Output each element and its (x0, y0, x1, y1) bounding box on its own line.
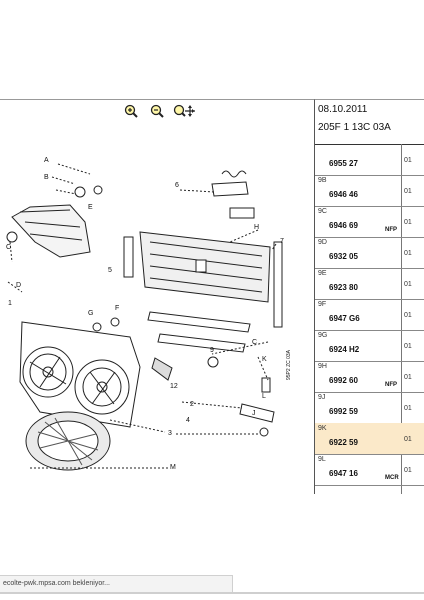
exploded-parts-diagram[interactable]: A B E C D 1 G F 5 6 H 7 9 K L 2 3 12 M 4 (0, 122, 314, 475)
diagram-label: 4 (186, 417, 190, 424)
part-code: 9L (318, 456, 326, 463)
part-flag: NFP (385, 382, 397, 388)
diagram-label: 3 (168, 430, 172, 437)
diagram-label: C (6, 244, 11, 251)
diagram-label: D (16, 282, 21, 289)
part-quantity: 01 (404, 374, 412, 381)
part-code: 9F (318, 301, 327, 308)
diagram-label: 9 (210, 347, 214, 354)
part-quantity: 01 (404, 436, 412, 443)
diagram-label: H (254, 224, 259, 231)
part-reference: 6932 05 (329, 252, 358, 261)
part-flag: MCR (385, 475, 399, 481)
diagram-label: 12 (170, 383, 178, 390)
diagram-label: K (262, 356, 267, 363)
zoom-out-icon[interactable] (150, 104, 164, 118)
diagram-label: 7 (280, 238, 284, 245)
part-reference: 6992 59 (329, 407, 358, 416)
vehicle-model: 205F 1 13C 03A (318, 122, 391, 133)
part-reference: 6924 H2 (329, 345, 360, 354)
catalog-date: 08.10.2011 (318, 104, 368, 115)
diagram-stamp: 95P2 ZC 03A (286, 349, 292, 380)
part-quantity: 01 (404, 250, 412, 257)
diagram-label: C (252, 339, 257, 346)
diagram-label: 5 (108, 267, 112, 274)
part-reference: 6947 16 (329, 469, 358, 478)
status-bar: ecolte-pwk.mpsa.com bekleniyor... (0, 575, 233, 593)
diagram-pane: A B E C D 1 G F 5 6 H 7 9 K L 2 3 12 M 4 (0, 99, 314, 593)
diagram-label: 2 (190, 401, 194, 408)
part-code: 9G (318, 332, 328, 339)
part-code: 9D (318, 239, 327, 246)
part-quantity: 01 (404, 281, 412, 288)
part-quantity: 01 (404, 188, 412, 195)
diagram-label: F (115, 305, 119, 312)
window-bottom-edge (0, 592, 424, 594)
part-code: 9K (318, 425, 327, 432)
part-code: 9H (318, 363, 327, 370)
part-quantity: 01 (404, 312, 412, 319)
part-reference: 6955 27 (329, 159, 358, 168)
parts-header: 08.10.2011 205F 1 13C 03A (315, 100, 424, 145)
diagram-label: J (252, 410, 256, 417)
part-code: 9E (318, 270, 327, 277)
column-divider (401, 144, 402, 494)
part-quantity: 01 (404, 405, 412, 412)
part-reference: 6922 59 (329, 438, 358, 447)
part-flag: NFP (385, 227, 397, 233)
diagram-label: E (88, 204, 93, 211)
part-code: 9C (318, 208, 327, 215)
diagram-label: A (44, 157, 49, 164)
part-reference: 6923 80 (329, 283, 358, 292)
parts-catalog-viewer: A B E C D 1 G F 5 6 H 7 9 K L 2 3 12 M 4 (0, 99, 424, 594)
part-quantity: 01 (404, 343, 412, 350)
diagram-label: L (262, 393, 266, 400)
diagram-label: M (170, 464, 176, 471)
diagram-label: B (44, 174, 49, 181)
zoom-toolbar (0, 100, 314, 122)
part-reference: 6946 46 (329, 190, 358, 199)
diagram-label: 1 (8, 300, 12, 307)
part-code: 9J (318, 394, 326, 401)
pan-icon[interactable] (173, 104, 195, 118)
part-reference: 6992 60 (329, 376, 358, 385)
part-quantity: 01 (404, 219, 412, 226)
diagram-label: 6 (175, 182, 179, 189)
part-reference: 6947 G6 (329, 314, 360, 323)
part-reference: 6946 69 (329, 221, 358, 230)
part-quantity: 01 (404, 157, 412, 164)
zoom-in-icon[interactable] (124, 104, 138, 118)
diagram-label: G (88, 310, 93, 317)
part-code: 9B (318, 177, 327, 184)
status-text: ecolte-pwk.mpsa.com bekleniyor... (3, 580, 110, 587)
part-quantity: 01 (404, 467, 412, 474)
part-row[interactable]: 6955 27 01 (315, 144, 424, 176)
